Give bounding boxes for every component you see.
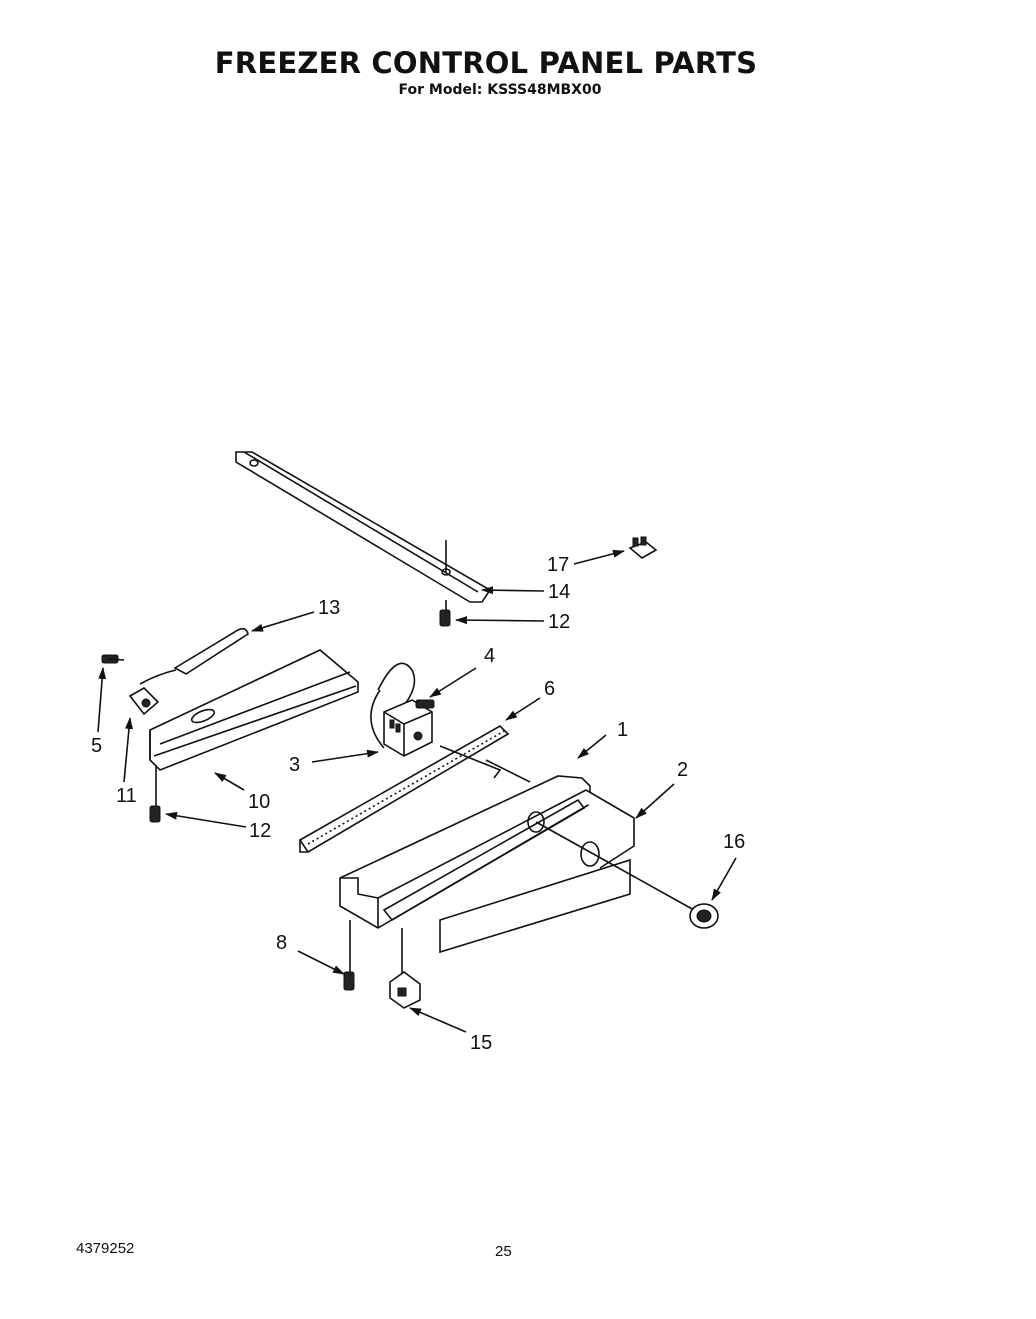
callout-14: 14 bbox=[548, 581, 570, 603]
callout-12-lower: 12 bbox=[249, 820, 271, 842]
part-14-bracket bbox=[235, 451, 492, 603]
callout-3: 3 bbox=[289, 754, 300, 776]
callout-17: 17 bbox=[547, 554, 569, 576]
callout-10: 10 bbox=[248, 791, 270, 813]
part-8-screw bbox=[343, 920, 355, 991]
callout-12-upper: 12 bbox=[548, 611, 570, 633]
part-16-knob bbox=[535, 821, 719, 929]
part-10-channel bbox=[149, 649, 359, 771]
callout-16: 16 bbox=[723, 831, 745, 853]
model-subtitle: For Model: KSSS48MBX00 bbox=[398, 82, 602, 98]
callout-15: 15 bbox=[470, 1032, 492, 1054]
part-11-mount bbox=[128, 687, 160, 716]
callout-8: 8 bbox=[276, 932, 287, 954]
document-number: 4379252 bbox=[76, 1240, 135, 1257]
part-4-screw bbox=[415, 699, 435, 709]
part-6-foam-strip bbox=[298, 725, 510, 854]
part-17-clip bbox=[628, 536, 658, 559]
part-5-screw bbox=[101, 654, 125, 664]
page-number: 25 bbox=[495, 1243, 512, 1260]
callout-5: 5 bbox=[91, 735, 102, 757]
part-12-screw-lower bbox=[149, 765, 161, 823]
part-13-sensor bbox=[139, 627, 249, 685]
callout-13: 13 bbox=[318, 597, 340, 619]
part-3-thermostat bbox=[370, 662, 433, 757]
callout-1: 1 bbox=[617, 719, 628, 741]
part-2-face-plate bbox=[439, 789, 635, 954]
part-12-screw-upper bbox=[439, 600, 451, 627]
page-title: FREEZER CONTROL PANEL PARTS bbox=[214, 46, 758, 80]
callout-11: 11 bbox=[116, 785, 137, 807]
callout-4: 4 bbox=[484, 645, 495, 667]
part-15-switch bbox=[389, 928, 421, 1009]
callout-6: 6 bbox=[544, 678, 555, 700]
callout-2: 2 bbox=[677, 759, 688, 781]
